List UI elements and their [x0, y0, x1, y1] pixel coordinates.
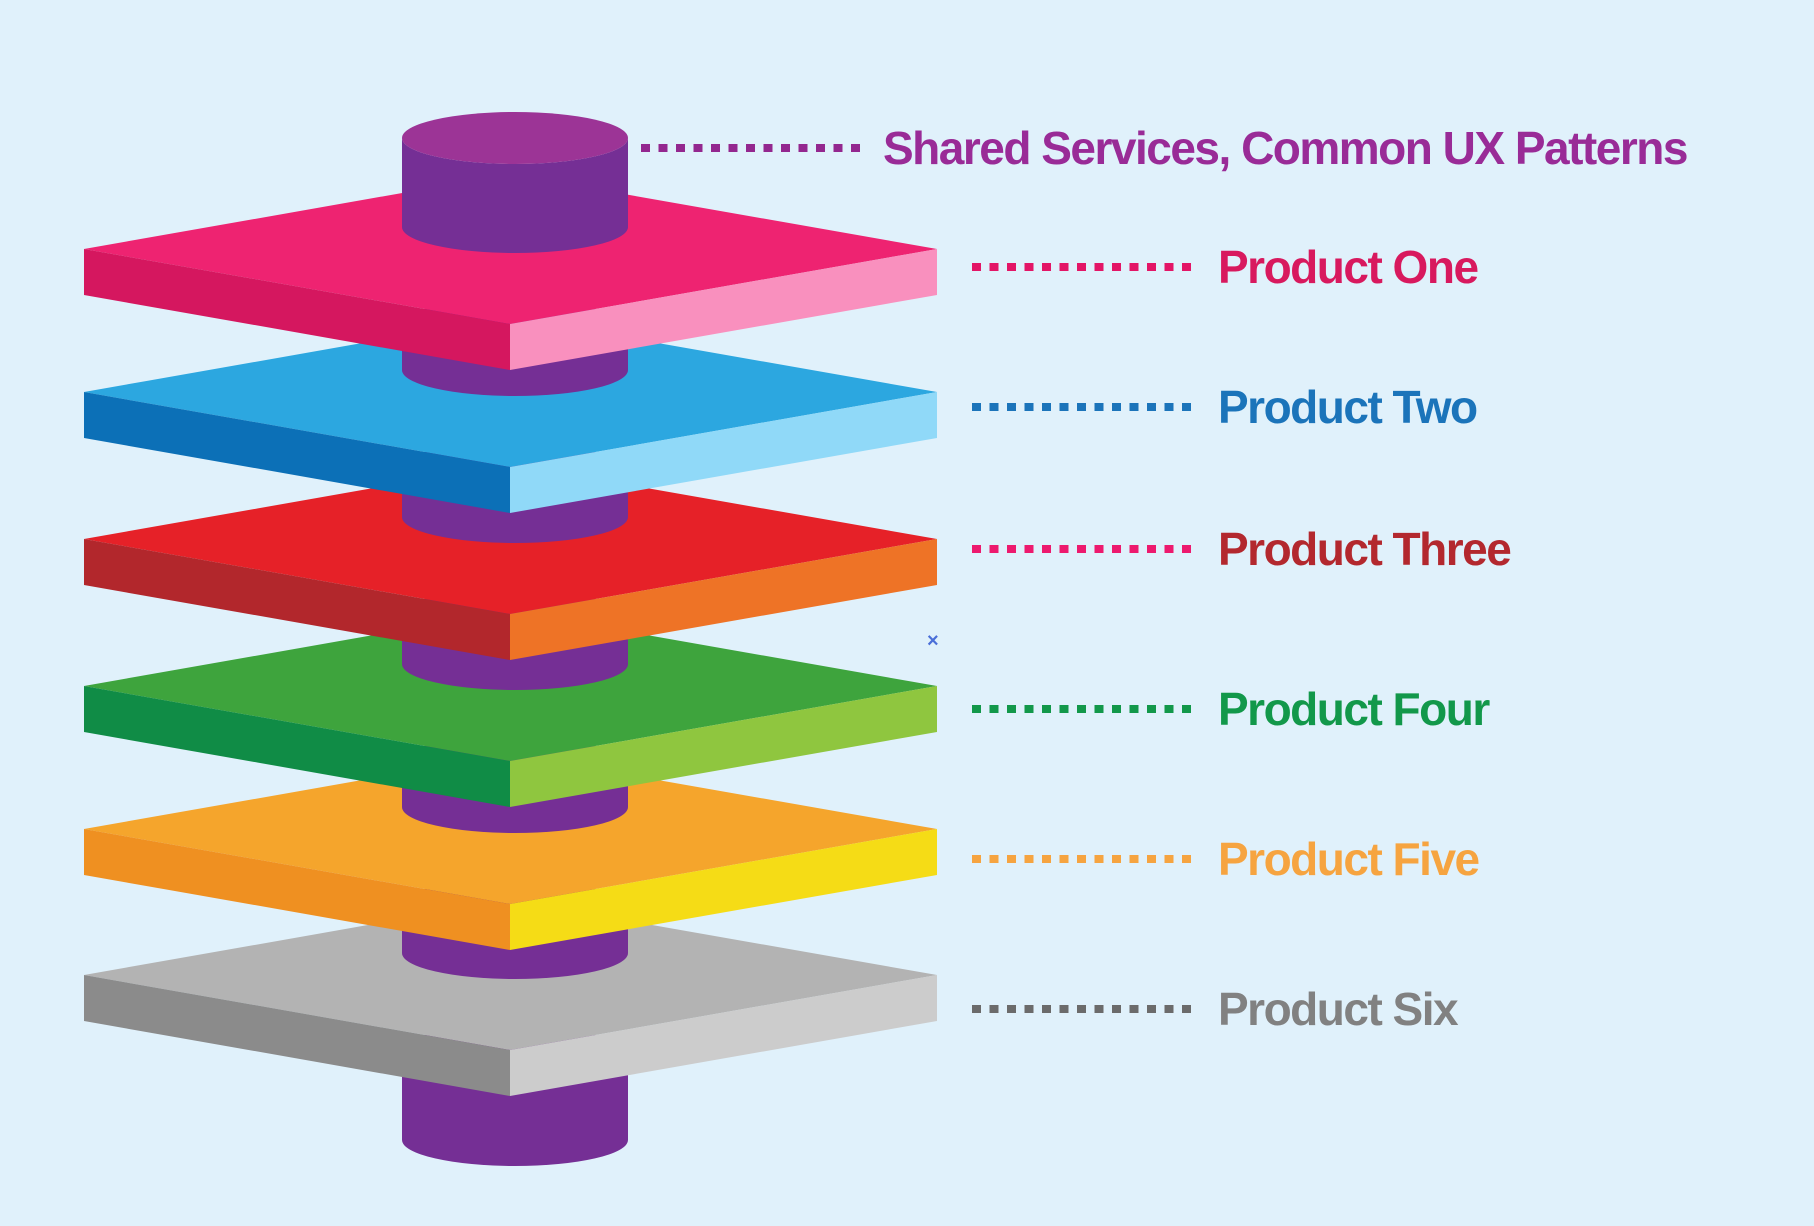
hub-label: Shared Services, Common UX Patterns: [883, 122, 1688, 174]
leader-dots: [972, 403, 1199, 411]
layer-right-face: [510, 975, 937, 1096]
leader-dots: [972, 545, 1199, 553]
layer-left-face: [84, 829, 510, 950]
layer-right-face: [510, 392, 937, 513]
leader-dots: [972, 855, 1199, 863]
layer-left-face: [84, 249, 510, 370]
product-label: Product Two: [1218, 381, 1478, 433]
cylinder-top-segment: [402, 138, 628, 253]
product-label: Product Three: [1218, 523, 1512, 575]
layer-left-face: [84, 392, 510, 513]
layer-right-face: [510, 829, 937, 950]
product-label: Product Six: [1218, 983, 1459, 1035]
cylinder-top-cap: [402, 112, 628, 164]
layer-right-face: [510, 249, 937, 370]
leader-dots-hub: [641, 144, 866, 152]
layer-left-face: [84, 686, 510, 807]
leader-dots: [972, 263, 1199, 271]
product-label: Product Four: [1218, 683, 1490, 735]
layer-left-face: [84, 975, 510, 1096]
product-label: Product Five: [1218, 833, 1480, 885]
layer-right-face: [510, 539, 937, 660]
layer-left-face: [84, 539, 510, 660]
stray-anchor-mark: ×: [927, 630, 939, 652]
layer-right-face: [510, 686, 937, 807]
leader-dots: [972, 705, 1199, 713]
leader-dots: [972, 1005, 1199, 1013]
product-label: Product One: [1218, 241, 1479, 293]
